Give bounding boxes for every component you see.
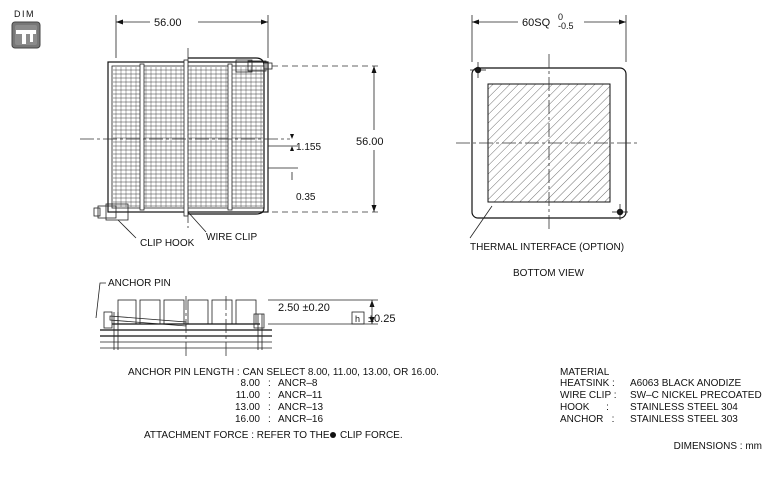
- anchor-notes: ANCHOR PIN LENGTH : CAN SELECT 8.00, 11.…: [128, 367, 439, 441]
- material-value: A6063 BLACK ANODIZE: [630, 378, 741, 389]
- thermal-interface-label: THERMAL INTERFACE (OPTION): [470, 242, 624, 253]
- offset-dimension-b: 0.35: [296, 192, 316, 203]
- base-thickness-dimension: 2.50 ±0.20: [278, 302, 330, 314]
- anchor-length: 16.00: [235, 414, 260, 425]
- anchor-code: ANCR–8: [278, 378, 318, 389]
- clip-hook: [97, 205, 117, 219]
- badge-label: DIM: [14, 9, 35, 19]
- anchor-option-3: 13.00 : ANCR–13: [235, 402, 323, 413]
- anchor-option-4: 16.00 : ANCR–16: [235, 414, 323, 425]
- bullet-icon: [330, 432, 336, 438]
- material-value: SW–C NICKEL PRECOATED: [630, 390, 762, 401]
- mounting-hole-top-left: [470, 62, 486, 78]
- dim-badge: DIM: [11, 9, 41, 49]
- anchor-separator: :: [268, 378, 271, 389]
- anchor-length: 11.00: [236, 390, 261, 401]
- bottom-view: 60SQ 0 -0.5 THERMAL INTERFACE (OPTION) B…: [456, 12, 640, 279]
- anchor-separator: :: [268, 402, 271, 413]
- wire-clip-label: WIRE CLIP: [206, 232, 257, 243]
- bottom-size-dimension: 60SQ: [522, 17, 551, 29]
- material-value: STAINLESS STEEL 304: [630, 402, 738, 413]
- anchor-option-1: 8.00 : ANCR–8: [241, 378, 318, 389]
- anchor-code: ANCR–16: [278, 414, 323, 425]
- material-title: MATERIAL: [560, 367, 610, 378]
- dimensions-unit-note: DIMENSIONS : mm: [674, 441, 762, 452]
- anchor-separator: :: [268, 390, 271, 401]
- material-key: HEATSINK :: [560, 378, 615, 389]
- anchor-code: ANCR–13: [278, 402, 323, 413]
- material-key: ANCHOR :: [560, 414, 614, 425]
- material-value: STAINLESS STEEL 303: [630, 414, 738, 425]
- attachment-force-suffix: CLIP FORCE.: [340, 430, 403, 441]
- offset-dimension-a: 1.155: [296, 142, 321, 153]
- h-tolerance: ±0.25: [368, 313, 395, 325]
- bottom-view-label: BOTTOM VIEW: [513, 268, 584, 279]
- material-row-wire-clip: WIRE CLIP : SW–C NICKEL PRECOATED: [560, 390, 762, 401]
- side-view: ANCHOR PIN 2.50 ±0.20 h ±0.25: [95, 278, 395, 356]
- width-dimension: 56.00: [154, 17, 182, 29]
- anchor-pin-label: ANCHOR PIN: [108, 278, 171, 289]
- material-row-anchor: ANCHOR : STAINLESS STEEL 303: [560, 414, 738, 425]
- caliper-icon: [11, 21, 41, 49]
- anchor-length: 8.00: [241, 378, 261, 389]
- anchor-option-2: 11.00 : ANCR–11: [236, 390, 323, 401]
- top-view: 56.00 56.00 1.155 0: [80, 15, 384, 249]
- anchor-code: ANCR–11: [278, 390, 323, 401]
- bottom-tolerance-lower: -0.5: [558, 21, 574, 31]
- anchor-length: 13.00: [235, 402, 260, 413]
- bottom-tolerance-upper: 0: [558, 12, 563, 22]
- attachment-force-prefix: ATTACHMENT FORCE : REFER TO THE: [144, 430, 330, 441]
- wire-clip: [188, 57, 265, 215]
- material-key: WIRE CLIP :: [560, 390, 617, 401]
- material-table: MATERIAL HEATSINK : A6063 BLACK ANODIZE …: [560, 367, 762, 452]
- material-row-hook: HOOK : STAINLESS STEEL 304: [560, 402, 738, 413]
- anchor-separator: :: [268, 414, 271, 425]
- clip-hook-label: CLIP HOOK: [140, 238, 195, 249]
- h-symbol: h: [355, 314, 360, 324]
- height-dimension: 56.00: [356, 136, 384, 148]
- mounting-hole-bottom-right: [612, 204, 628, 220]
- side-fin-blocks: [117, 299, 257, 325]
- h-symbol-box: [351, 311, 365, 325]
- anchor-length-note: ANCHOR PIN LENGTH : CAN SELECT 8.00, 11.…: [128, 367, 439, 378]
- material-row-heatsink: HEATSINK : A6063 BLACK ANODIZE: [560, 378, 741, 389]
- material-key: HOOK :: [560, 402, 609, 413]
